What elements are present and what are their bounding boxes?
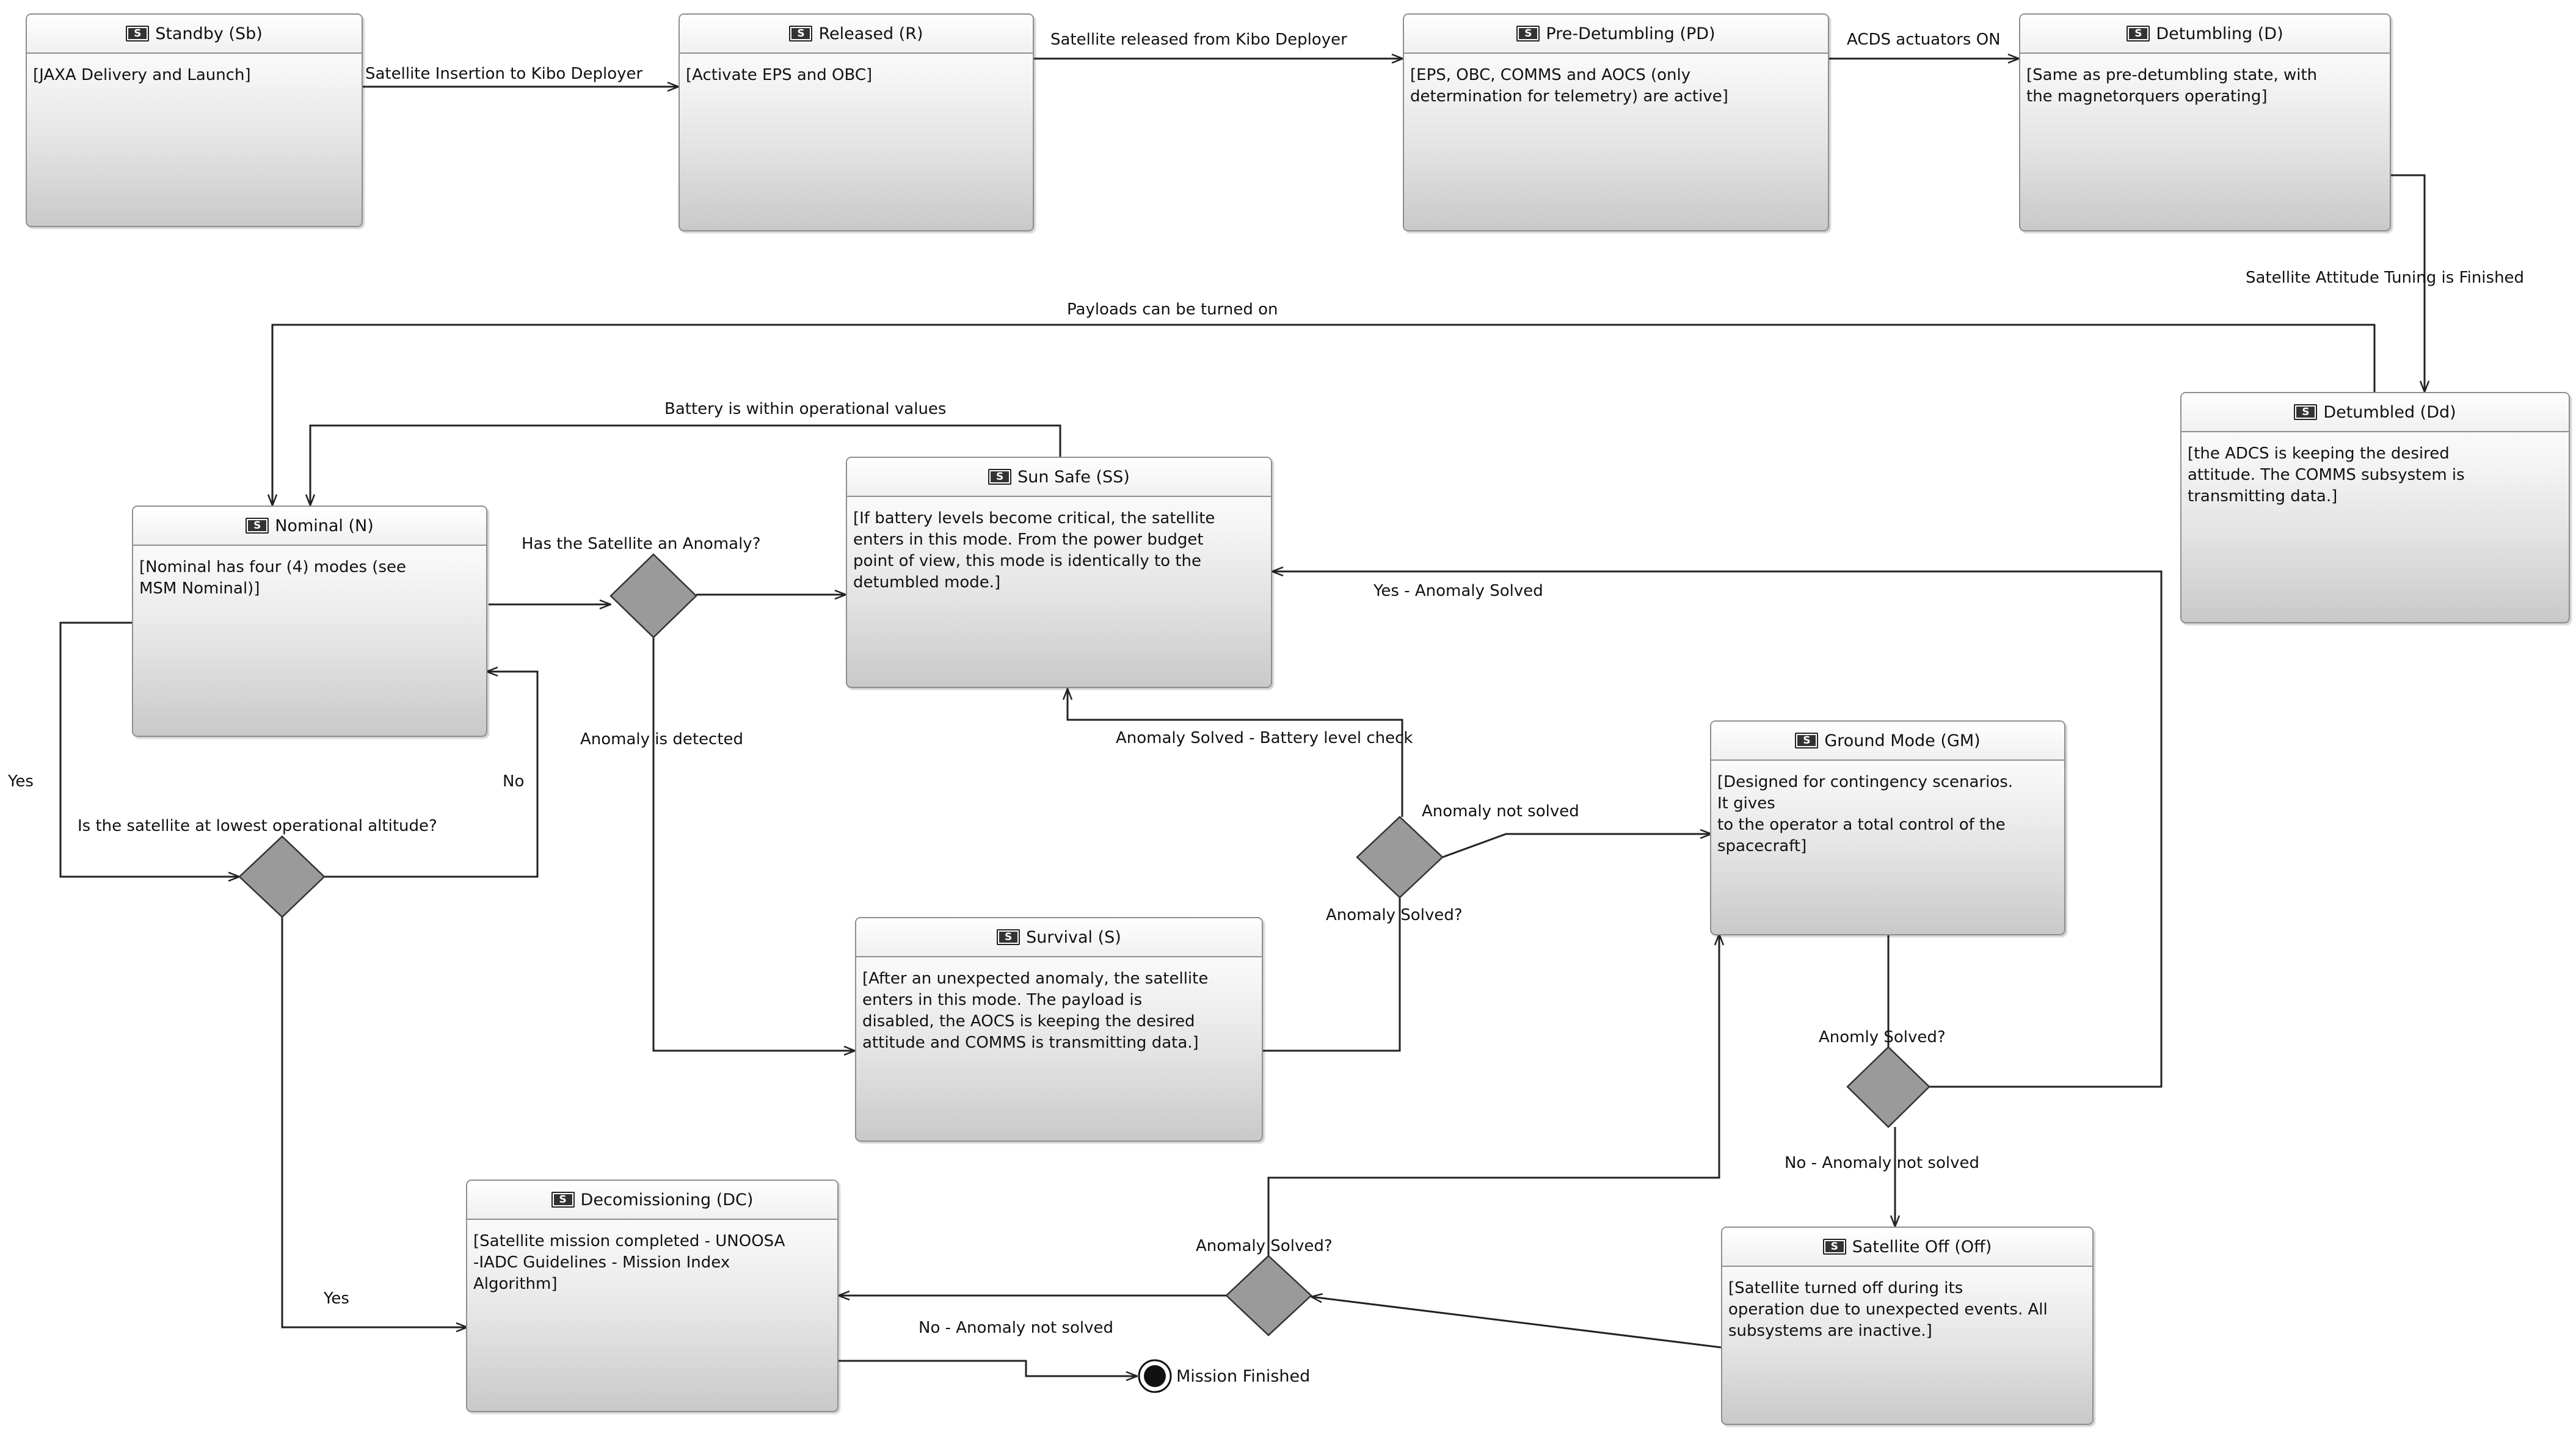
state-icon: S bbox=[997, 929, 1021, 945]
state-icon: S bbox=[126, 26, 150, 42]
transition-decom-final bbox=[839, 1360, 1137, 1376]
state-icon: S bbox=[2294, 404, 2318, 420]
transition-decision3-groundmode bbox=[1267, 934, 1719, 1256]
state-title: Released (R) bbox=[818, 24, 923, 43]
label-no-anomaly-not-solved-2: No - Anomaly not solved bbox=[919, 1319, 1113, 1337]
label-q-anomly-solved: Anomly Solved? bbox=[1819, 1028, 1946, 1046]
label-q-anomaly: Has the Satellite an Anomaly? bbox=[522, 535, 761, 553]
state-icon: S bbox=[1795, 733, 1819, 748]
label-no-right: No bbox=[503, 772, 525, 791]
final-state-icon bbox=[1138, 1359, 1172, 1393]
state-icon: S bbox=[1516, 26, 1540, 42]
state-body: [JAXA Delivery and Launch] bbox=[33, 66, 251, 84]
state-title: Ground Mode (GM) bbox=[1824, 731, 1981, 750]
transition-nominal-altitude-decision bbox=[59, 622, 239, 877]
state-body: [If battery levels become critical, the … bbox=[853, 509, 1215, 592]
decision-lowest-altitude bbox=[238, 835, 326, 918]
state-icon: S bbox=[246, 518, 269, 534]
state-title: Survival (S) bbox=[1026, 927, 1121, 947]
state-body: [Nominal has four (4) modes (see MSM Nom… bbox=[139, 558, 406, 598]
label-q-lowest-altitude: Is the satellite at lowest operational a… bbox=[78, 817, 437, 835]
state-body: [Activate EPS and OBC] bbox=[686, 66, 873, 84]
transition-satoff-decision3 bbox=[1311, 1297, 1722, 1349]
label-anomaly-solved-battery: Anomaly Solved - Battery level check bbox=[1116, 729, 1413, 747]
transition-detumbled-nominal bbox=[272, 324, 2376, 506]
transition-anomaly-survival bbox=[652, 635, 855, 1051]
state-icon: S bbox=[789, 26, 813, 42]
decision-anomaly-solved-1 bbox=[1356, 816, 1444, 899]
state-survival[interactable]: S Survival (S) [After an unexpected anoma… bbox=[855, 917, 1263, 1142]
state-icon: S bbox=[2127, 26, 2150, 42]
label-q-anomaly-solved-1: Anomaly Solved? bbox=[1326, 906, 1463, 924]
transition-sunsafe-nominal bbox=[310, 424, 1061, 506]
state-title: Sun Safe (SS) bbox=[1017, 467, 1130, 487]
transition-decision1-groundmode bbox=[1442, 834, 1711, 858]
state-released[interactable]: S Released (R) [Activate EPS and OBC] bbox=[679, 13, 1034, 231]
label-pd-d: ACDS actuators ON bbox=[1847, 31, 2001, 49]
state-predetumbling[interactable]: S Pre-Detumbling (PD) [EPS, OBC, COMMS an… bbox=[1403, 13, 1829, 231]
label-sb-r: Satellite Insertion to Kibo Deployer bbox=[365, 65, 643, 83]
label-yes-bottom: Yes bbox=[324, 1289, 349, 1308]
state-body: [Designed for contingency scenarios. It … bbox=[1717, 773, 2014, 855]
state-title: Standby (Sb) bbox=[155, 24, 263, 43]
state-body: [After an unexpected anomaly, the satell… bbox=[862, 970, 1209, 1052]
label-no-anomaly-not-solved-1: No - Anomaly not solved bbox=[1785, 1154, 1979, 1172]
label-yes-anomaly-solved: Yes - Anomaly Solved bbox=[1374, 582, 1543, 600]
state-title: Decomissioning (DC) bbox=[580, 1190, 754, 1209]
state-title: Nominal (N) bbox=[275, 516, 374, 535]
state-groundmode[interactable]: S Ground Mode (GM) [Designed for continge… bbox=[1710, 720, 2065, 935]
state-title: Satellite Off (Off) bbox=[1852, 1237, 1992, 1256]
label-d-dd: Satellite Attitude Tuning is Finished bbox=[2246, 269, 2525, 287]
state-body: [Satellite turned off during its operati… bbox=[1728, 1279, 2048, 1340]
label-r-pd: Satellite released from Kibo Deployer bbox=[1050, 31, 1347, 49]
state-title: Detumbled (Dd) bbox=[2323, 402, 2456, 422]
transition-detumbling-detumbled bbox=[2390, 174, 2425, 392]
state-standby[interactable]: S Standby (Sb) [JAXA Delivery and Launch] bbox=[26, 13, 363, 227]
label-anomaly-not-solved: Anomaly not solved bbox=[1422, 802, 1579, 821]
state-detumbling[interactable]: S Detumbling (D) [Same as pre-detumbling … bbox=[2019, 13, 2391, 231]
state-icon: S bbox=[1822, 1239, 1846, 1255]
transition-survival-decision1 bbox=[1262, 897, 1401, 1052]
decision-anomly-solved-2 bbox=[1846, 1046, 1930, 1128]
label-ss-n: Battery is within operational values bbox=[664, 400, 947, 418]
state-body: [EPS, OBC, COMMS and AOCS (only determin… bbox=[1410, 66, 1728, 106]
state-body: [Same as pre-detumbling state, with the … bbox=[2026, 66, 2318, 106]
state-icon: S bbox=[551, 1192, 575, 1208]
state-title: Pre-Detumbling (PD) bbox=[1546, 24, 1716, 43]
transition-decision1-sunsafe bbox=[1068, 689, 1403, 817]
state-satellite-off[interactable]: S Satellite Off (Off) [Satellite turned o… bbox=[1721, 1227, 2094, 1425]
state-body: [the ADCS is keeping the desired attitud… bbox=[2188, 444, 2465, 506]
label-anomaly-detected: Anomaly is detected bbox=[580, 730, 744, 748]
label-yes-left: Yes bbox=[8, 772, 34, 791]
state-decomissioning[interactable]: S Decomissioning (DC) [Satellite mission … bbox=[466, 1180, 839, 1412]
state-icon: S bbox=[988, 469, 1012, 485]
label-mission-finished: Mission Finished bbox=[1176, 1367, 1311, 1386]
label-dd-n: Payloads can be turned on bbox=[1067, 300, 1278, 319]
transition-decision2-sunsafe bbox=[1272, 571, 2163, 1088]
state-detumbled[interactable]: S Detumbled (Dd) [the ADCS is keeping the… bbox=[2180, 392, 2570, 623]
transition-altitude-nominal bbox=[324, 672, 539, 878]
state-title: Detumbling (D) bbox=[2156, 24, 2283, 43]
decision-anomaly-solved-3 bbox=[1225, 1255, 1312, 1336]
state-nominal[interactable]: S Nominal (N) [Nominal has four (4) modes… bbox=[132, 506, 487, 737]
transition-altitude-decom bbox=[281, 916, 467, 1327]
state-sunsafe[interactable]: S Sun Safe (SS) [If battery levels become… bbox=[846, 457, 1272, 688]
label-q-anomaly-solved-2: Anomaly Solved? bbox=[1196, 1237, 1333, 1255]
decision-has-anomaly bbox=[609, 553, 697, 639]
state-body: [Satellite mission completed - UNOOSA -I… bbox=[473, 1232, 785, 1293]
